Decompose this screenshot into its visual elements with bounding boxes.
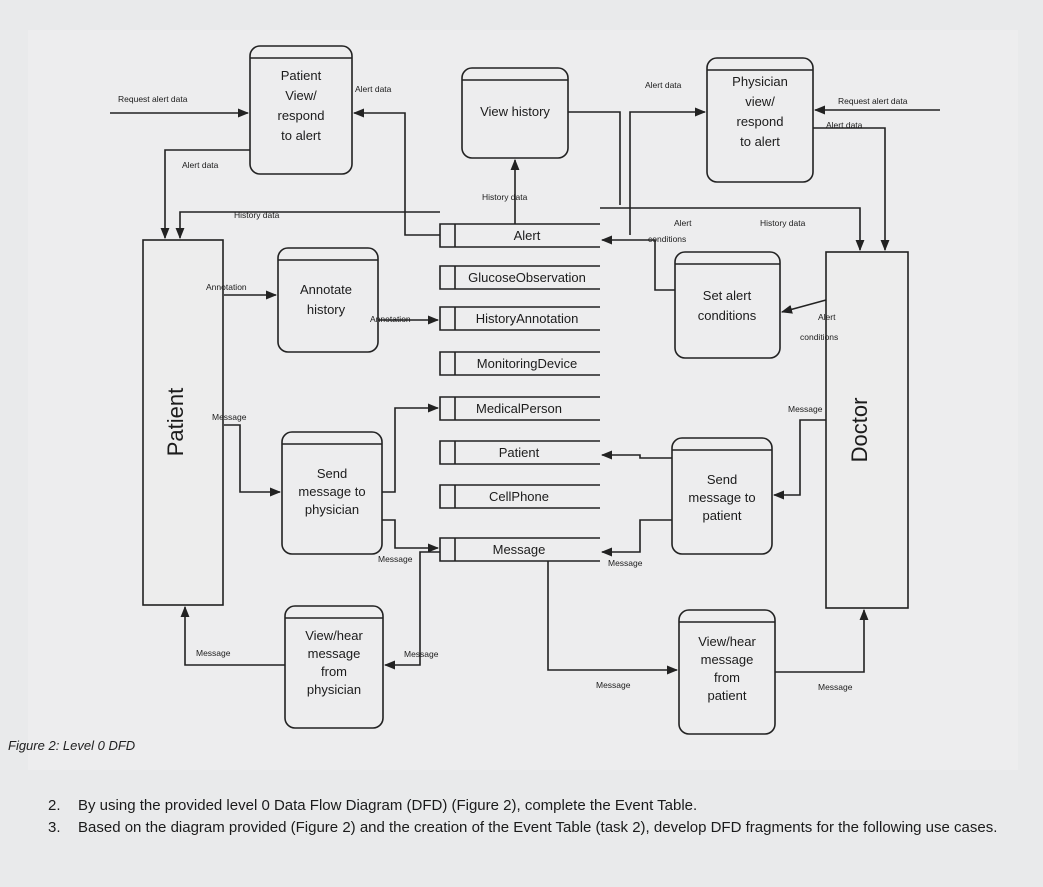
task-item: 3. Based on the diagram provided (Figure… — [48, 818, 1008, 837]
svg-text:Message: Message — [788, 404, 823, 414]
svg-text:Annotation: Annotation — [206, 282, 247, 292]
svg-text:Message: Message — [493, 542, 546, 557]
svg-text:View/: View/ — [285, 88, 317, 103]
process-view-hear-message-from-physician — [284, 605, 384, 729]
data-store-labels: Alert GlucoseObservation HistoryAnnotati… — [468, 228, 586, 557]
svg-text:Send: Send — [707, 472, 737, 487]
process-physician-view-respond — [706, 57, 814, 183]
svg-text:View/hear: View/hear — [698, 634, 756, 649]
svg-text:Alert: Alert — [818, 312, 836, 322]
svg-text:physician: physician — [305, 502, 359, 517]
data-flows — [110, 105, 940, 675]
svg-text:Alert data: Alert data — [826, 120, 863, 130]
svg-text:respond: respond — [737, 114, 784, 129]
svg-text:conditions: conditions — [800, 332, 838, 342]
data-stores — [439, 223, 600, 562]
svg-text:patient: patient — [702, 508, 741, 523]
svg-text:Alert data: Alert data — [182, 160, 219, 170]
svg-text:Message: Message — [378, 554, 413, 564]
svg-text:History data: History data — [482, 192, 528, 202]
task-item: 2. By using the provided level 0 Data Fl… — [48, 796, 1008, 815]
svg-text:HistoryAnnotation: HistoryAnnotation — [476, 311, 579, 326]
svg-text:to alert: to alert — [740, 134, 780, 149]
svg-text:History data: History data — [234, 210, 280, 220]
svg-text:Message: Message — [818, 682, 853, 692]
svg-text:Message: Message — [596, 680, 631, 690]
svg-text:history: history — [307, 302, 346, 317]
task-number: 3. — [48, 819, 61, 836]
process-send-message-to-patient — [671, 437, 773, 555]
doctor-entity — [825, 251, 909, 609]
task-number: 2. — [48, 797, 61, 814]
svg-text:Alert: Alert — [674, 218, 692, 228]
doctor-entity-label: Doctor — [847, 398, 872, 463]
svg-text:from: from — [321, 664, 347, 679]
svg-text:Patient: Patient — [499, 445, 540, 460]
svg-text:Message: Message — [212, 412, 247, 422]
svg-text:Alert data: Alert data — [645, 80, 682, 90]
svg-text:History data: History data — [760, 218, 806, 228]
svg-text:Request alert data: Request alert data — [118, 94, 188, 104]
task-text: Based on the diagram provided (Figure 2)… — [78, 819, 998, 836]
svg-text:Send: Send — [317, 466, 347, 481]
process-annotate-history — [277, 247, 379, 353]
svg-text:GlucoseObservation: GlucoseObservation — [468, 270, 586, 285]
svg-text:Patient: Patient — [281, 68, 322, 83]
svg-text:patient: patient — [707, 688, 746, 703]
process-set-alert-conditions — [674, 251, 781, 359]
svg-text:MonitoringDevice: MonitoringDevice — [477, 356, 577, 371]
svg-text:conditions: conditions — [698, 308, 757, 323]
svg-text:message to: message to — [298, 484, 365, 499]
svg-text:View/hear: View/hear — [305, 628, 363, 643]
svg-text:Message: Message — [608, 558, 643, 568]
svg-text:Message: Message — [404, 649, 439, 659]
svg-text:respond: respond — [278, 108, 325, 123]
svg-text:View history: View history — [480, 104, 550, 119]
patient-entity — [142, 239, 224, 606]
svg-text:physician: physician — [307, 682, 361, 697]
figure-caption: Figure 2: Level 0 DFD — [8, 738, 136, 753]
svg-text:Alert data: Alert data — [355, 84, 392, 94]
svg-text:to alert: to alert — [281, 128, 321, 143]
svg-text:from: from — [714, 670, 740, 685]
svg-text:Request alert data: Request alert data — [838, 96, 908, 106]
task-list: 2. By using the provided level 0 Data Fl… — [48, 796, 1008, 840]
svg-text:Physician: Physician — [732, 74, 788, 89]
process-labels: Patient View/ respond to alert View hist… — [278, 68, 788, 703]
process-send-message-to-physician — [281, 431, 383, 555]
svg-text:message: message — [308, 646, 361, 661]
svg-text:Message: Message — [196, 648, 231, 658]
svg-text:MedicalPerson: MedicalPerson — [476, 401, 562, 416]
process-view-history — [461, 67, 569, 159]
process-patient-view-respond — [249, 45, 353, 175]
svg-text:CellPhone: CellPhone — [489, 489, 549, 504]
patient-entity-label: Patient — [163, 388, 188, 457]
svg-text:Alert: Alert — [514, 228, 541, 243]
task-text: By using the provided level 0 Data Flow … — [78, 797, 698, 814]
svg-text:Annotate: Annotate — [300, 282, 352, 297]
svg-text:message: message — [701, 652, 754, 667]
svg-text:message to: message to — [688, 490, 755, 505]
svg-text:view/: view/ — [745, 94, 775, 109]
svg-text:Set alert: Set alert — [703, 288, 752, 303]
svg-text:conditions: conditions — [648, 234, 686, 244]
svg-text:Annotation: Annotation — [370, 314, 411, 324]
flow-labels: Request alert data Alert data Alert data… — [118, 80, 908, 692]
